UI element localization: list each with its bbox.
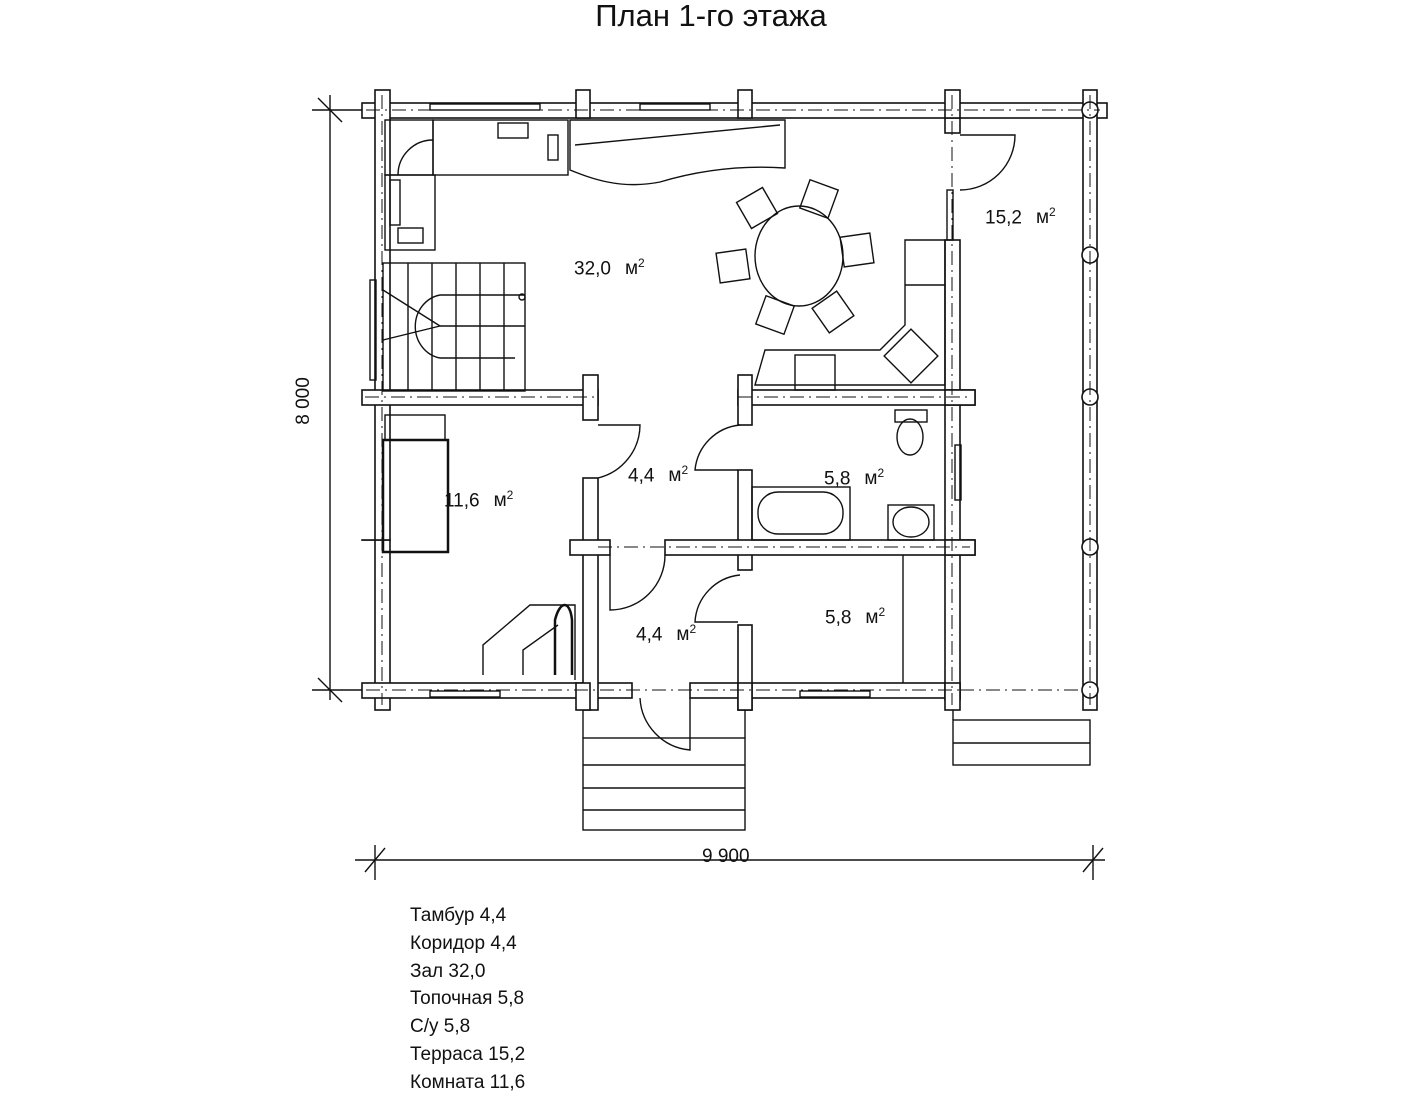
- unit-power: 2: [877, 466, 885, 480]
- legend-item: Зал 32,0: [410, 960, 486, 982]
- unit-power: 2: [878, 605, 886, 619]
- area-value: 4,4: [636, 624, 663, 646]
- room-boiler-area: 5,8 м2: [825, 605, 885, 629]
- unit: м: [865, 607, 879, 629]
- room-legend: Тамбур 4,4 Коридор 4,4 Зал 32,0 Топочная…: [410, 902, 525, 1097]
- dining-table: [715, 178, 875, 336]
- legend-item: Тамбур 4,4: [410, 905, 507, 926]
- plan-title: План 1-го этажа: [595, 0, 827, 33]
- room-wc-area: 5,8 м2: [824, 466, 884, 490]
- unit-power: 2: [506, 488, 514, 502]
- dimension-horizontal: [355, 845, 1105, 880]
- kitchen-corner: [754, 239, 946, 391]
- terrace-steps: [952, 698, 1091, 766]
- unit: м: [676, 624, 690, 646]
- unit-power: 2: [681, 463, 689, 477]
- area-value: 11,6: [444, 490, 480, 512]
- legend-item: Коридор 4,4: [410, 932, 517, 954]
- unit: м: [1035, 207, 1050, 229]
- area-value: 5,8: [825, 607, 852, 629]
- bathroom-fixtures: [751, 409, 935, 541]
- unit: м: [864, 468, 878, 490]
- kitchen-counter: [384, 119, 786, 251]
- dimension-width-label: 9 900: [702, 846, 750, 867]
- doors: [597, 134, 1016, 751]
- unit-power: 2: [1049, 205, 1056, 219]
- room-terrace-area: 15,2 м2: [985, 205, 1056, 229]
- room-bedroom-area: 11,6 м2: [444, 488, 513, 512]
- area-value: 15,2: [985, 207, 1022, 229]
- unit: м: [493, 490, 507, 512]
- room-corridor-area: 4,4 м2: [628, 463, 688, 487]
- dimension-height-label: 8 000: [292, 377, 314, 425]
- legend-item: Топочная 5,8: [410, 988, 525, 1010]
- legend-item: Терраса 15,2: [410, 1043, 526, 1065]
- legend-item: С/у 5,8: [410, 1016, 471, 1038]
- room-vestibule-area: 4,4 м2: [636, 622, 696, 646]
- room-hall-area: 32,0 м2: [574, 256, 645, 280]
- area-value: 5,8: [824, 468, 851, 490]
- walls: [340, 89, 1108, 711]
- unit: м: [624, 258, 639, 280]
- area-value: 4,4: [628, 465, 655, 487]
- unit-power: 2: [638, 256, 645, 270]
- unit: м: [668, 465, 682, 487]
- entrance-steps: [582, 698, 746, 831]
- unit-power: 2: [689, 622, 697, 636]
- boiler-room-equipment: [482, 603, 576, 680]
- bed: [381, 414, 450, 554]
- staircase: [382, 262, 526, 392]
- area-value: 32,0: [574, 258, 611, 280]
- legend-item: Комната 11,6: [410, 1071, 526, 1093]
